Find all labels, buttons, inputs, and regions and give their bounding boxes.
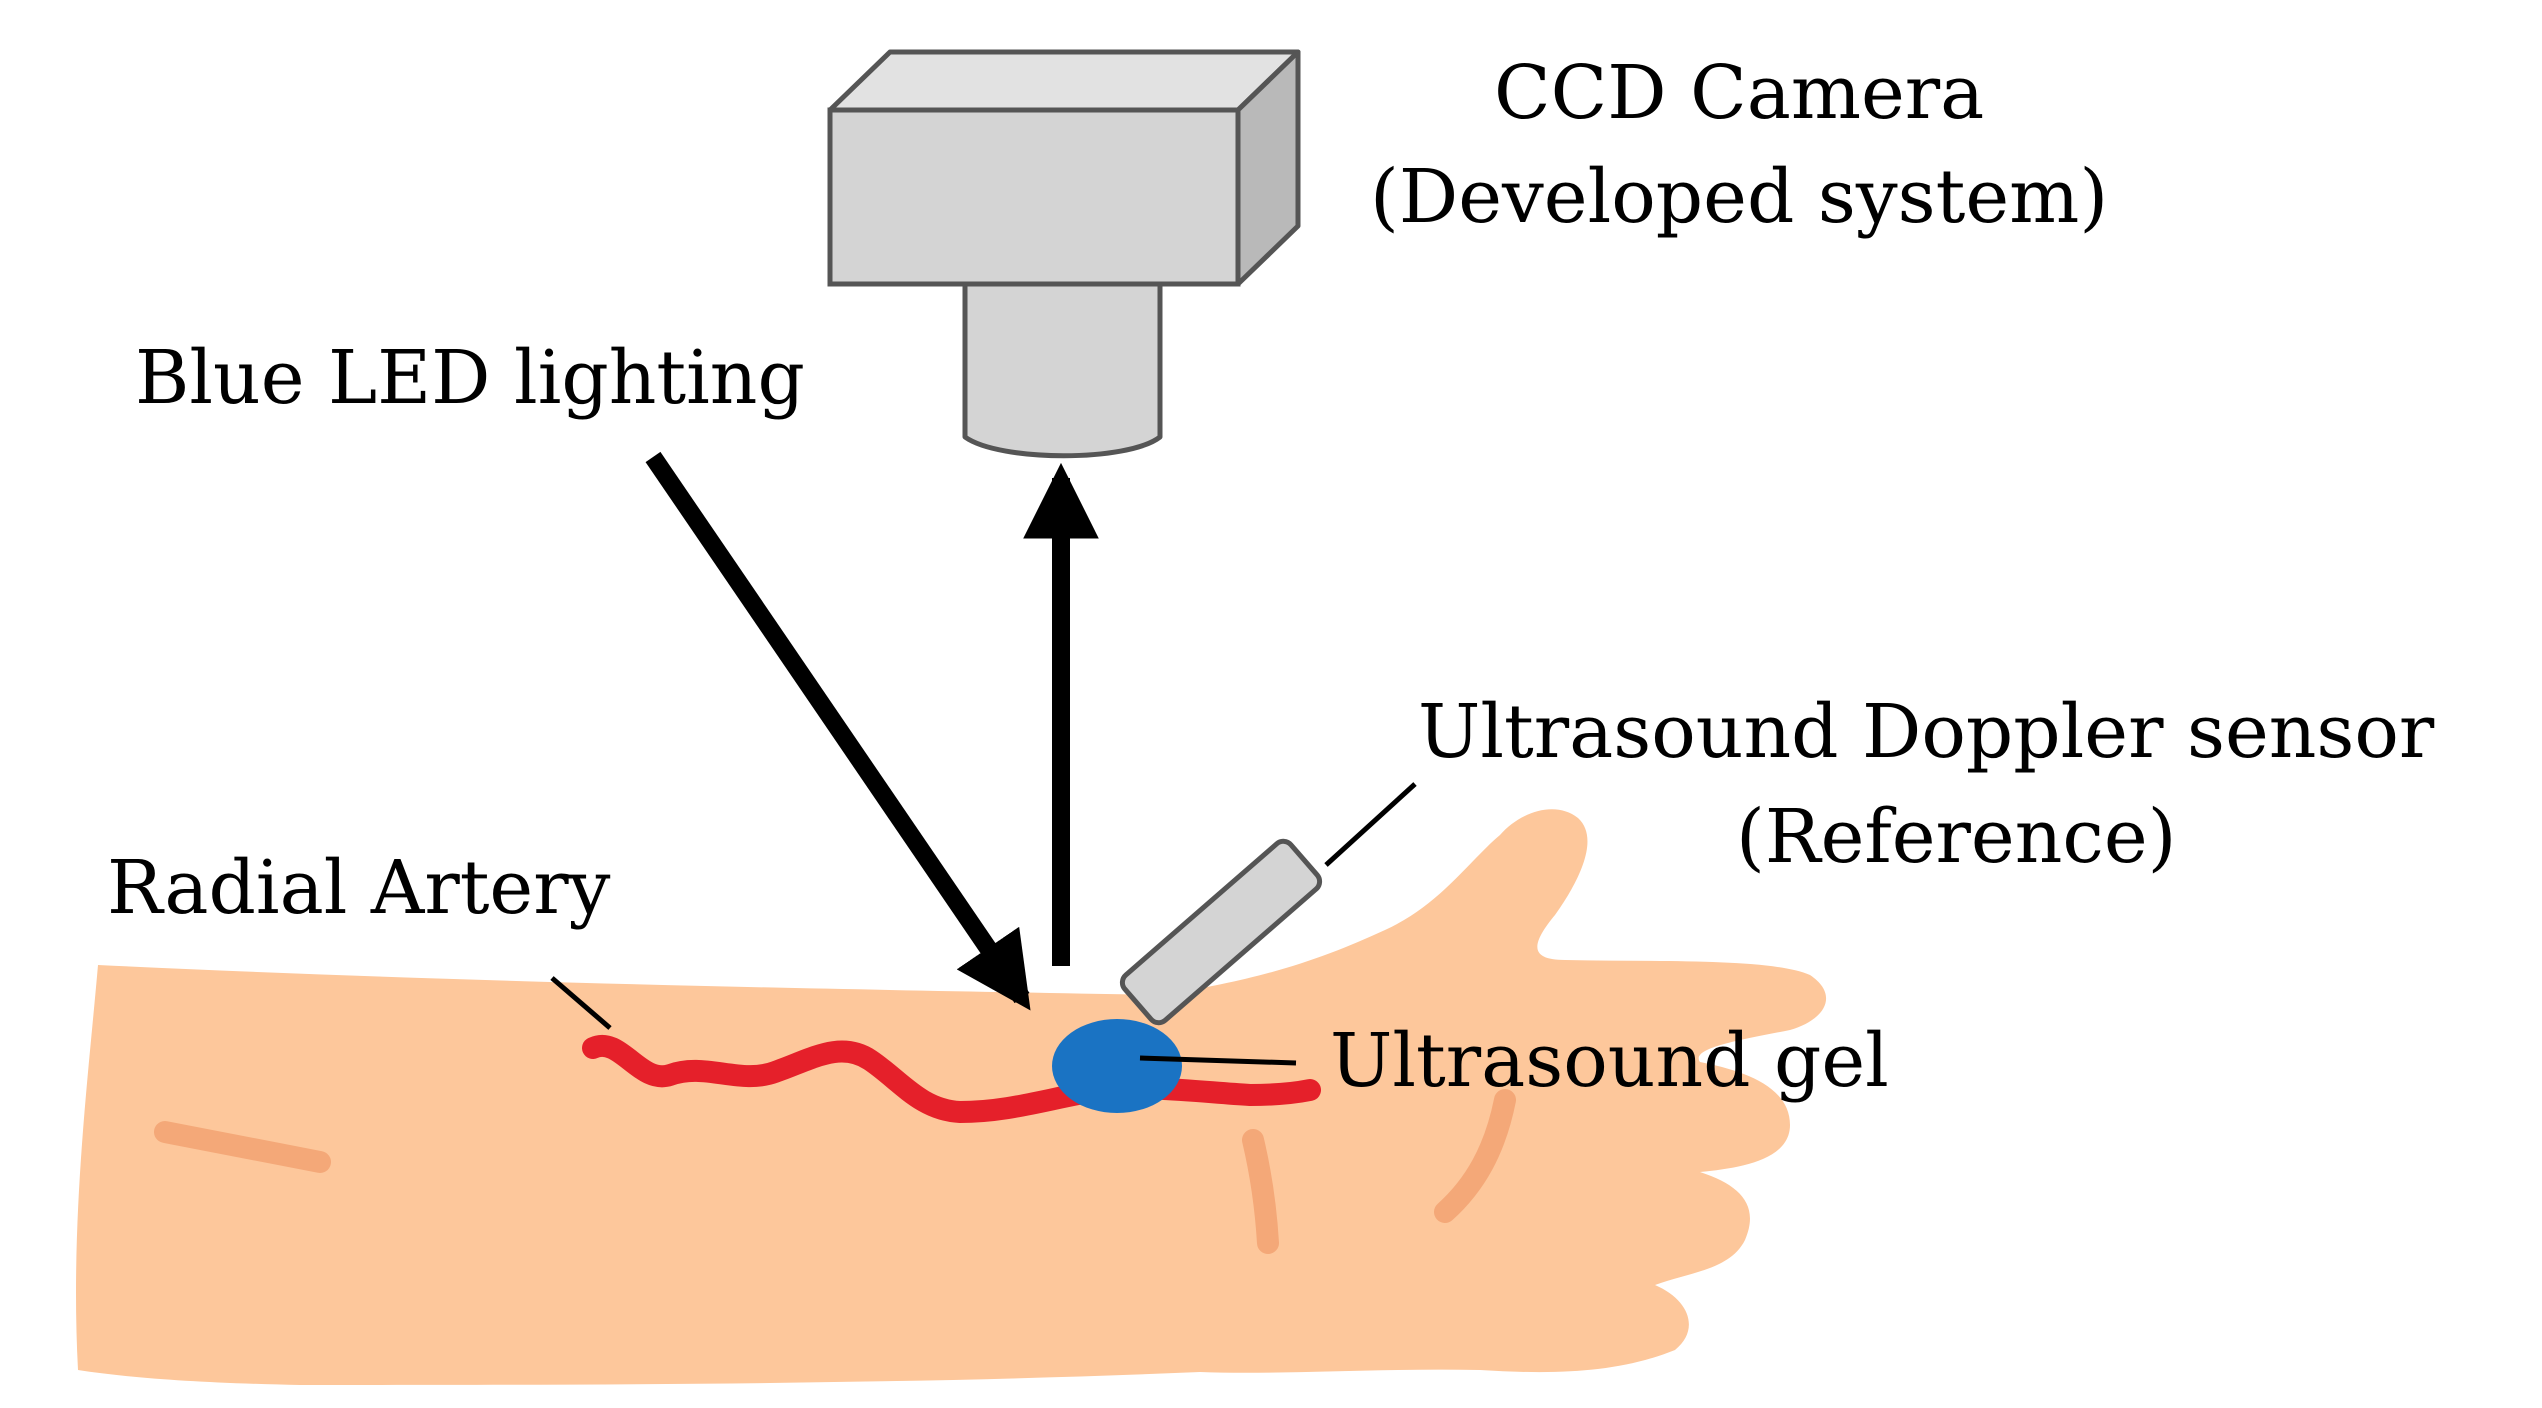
sensor-label-line1: Ultrasound Doppler sensor <box>1418 689 2435 775</box>
radial-artery <box>582 1034 1321 1123</box>
ultrasound-probe-icon <box>1119 782 1417 1026</box>
camera-top-face <box>827 49 1301 113</box>
led-label: Blue LED lighting <box>135 335 805 421</box>
camera-label-line2: (Developed system) <box>1370 154 2108 240</box>
palm-crease <box>1434 1089 1516 1223</box>
probe-body <box>1119 838 1323 1026</box>
forearm-crease <box>154 1121 331 1173</box>
sensor-label-line2: (Reference) <box>1736 794 2177 880</box>
artery-leader-line <box>550 976 612 1030</box>
ultrasound-gel <box>1052 1019 1182 1113</box>
forearm-skin <box>76 809 1827 1385</box>
probe-cable <box>1324 782 1417 867</box>
camera-lens <box>962 281 1163 459</box>
forearm-hand-icon <box>76 809 1827 1385</box>
artery-label: Radial Artery <box>107 845 611 931</box>
gel-leader-line <box>1139 1055 1297 1066</box>
gel-label: Ultrasound gel <box>1330 1018 1889 1104</box>
wrist-crease <box>1242 1129 1279 1254</box>
led-light-arrow <box>645 451 1031 1011</box>
camera-label-line1: CCD Camera <box>1494 50 1984 136</box>
ccd-camera-icon <box>827 49 1301 459</box>
camera-front-face <box>827 107 1241 287</box>
